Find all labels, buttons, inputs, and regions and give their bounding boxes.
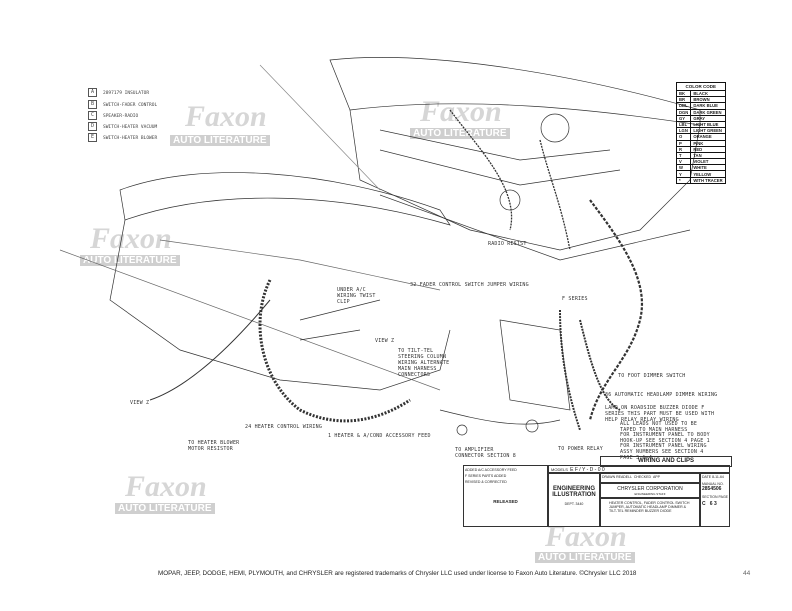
engineering-illustration: ENGINEERING ILLUSTRATION DEPT. 3440	[548, 473, 600, 527]
legend-label: SWITCH-HEATER VACUUM	[103, 125, 158, 130]
watermark-text: AUTO LITERATURE	[535, 552, 635, 563]
watermark-logo: Faxon	[185, 100, 267, 133]
legend-item: D SWITCH-HEATER VACUUM	[88, 122, 157, 131]
released-label: RELEASED	[493, 499, 518, 504]
section-value: C	[702, 501, 706, 507]
legend-item: A 2897179 INSULATOR	[88, 88, 149, 97]
note-wiring-assy: FOR INSTRUMENT PANEL WIRING ASSY NUMBERS…	[620, 443, 707, 461]
callout-heater-control-wiring: 24 HEATER CONTROL WIRING	[245, 424, 323, 430]
app-label: APP	[652, 475, 660, 479]
models-label: MODELS	[551, 467, 568, 472]
watermark-text: AUTO LITERATURE	[410, 128, 510, 139]
note-body-hookup: FOR INSTRUMENT PANEL TO BODY HOOK-UP SEE…	[620, 432, 710, 444]
info-column: DATE 8-11-64 MANUAL NO. 2854506 SECTION …	[700, 473, 730, 527]
legend-key: C	[88, 111, 97, 120]
callout-view-z: VIEW Z	[130, 400, 150, 406]
callout-amplifier: TO AMPLIFIER CONNECTOR SECTION 8	[455, 447, 516, 459]
callout-power-relay: TO POWER RELAY	[558, 446, 603, 452]
checked-label: CHECKED	[633, 475, 651, 479]
watermark-logo: Faxon	[125, 470, 207, 503]
color-code-row: *WITH TRACER	[675, 176, 726, 184]
drawn-label: DRAWN	[602, 475, 616, 479]
callout-fader-wiring: 32 FADER CONTROL SWITCH JUMPER WIRING	[410, 282, 529, 288]
signature-row: DRAWN READELL CHECKED APP	[600, 473, 700, 483]
legend-label: SPEAKER-RADIO	[103, 114, 139, 119]
models-row: MODELS E F / Y - D - 0 0	[548, 465, 730, 473]
watermark-logo: Faxon	[420, 95, 502, 128]
watermark-logo: Faxon	[90, 222, 172, 255]
callout-radio-resist: RADIO RESIST	[488, 241, 527, 247]
legend-key: B	[88, 100, 97, 109]
manual-number: 2854506	[702, 486, 722, 492]
models-value: E F / Y - D - 0 0	[570, 467, 605, 473]
color-code-title: COLOR CODE	[676, 82, 726, 91]
date-label: DATE	[702, 475, 712, 479]
color-name: DARK GREEN	[690, 108, 726, 116]
note-buzzer-diode: LAMP ON ROADSIDE BUZZER DIODE F SERIES T…	[605, 405, 715, 423]
page-number: 44	[743, 570, 751, 577]
note-unused-leads: ALL LEADS NOT USED TO BE TAPED TO MAIN H…	[620, 421, 698, 433]
legend-label: SWITCH-HEATER BLOWER	[103, 136, 158, 141]
page-value: 6 3	[709, 501, 717, 507]
eng-label: ENGINEERING ILLUSTRATION	[552, 486, 596, 498]
legend-key: D	[88, 122, 97, 131]
corporation-block: CHRYSLER CORPORATION ENGINEERING STAFF	[600, 483, 700, 498]
callout-headlamp-dimmer: 36 AUTOMATIC HEADLAMP DIMMER WIRING	[605, 392, 718, 398]
revision-entry: REVISED & CORRECTED	[465, 480, 507, 484]
legend-label: 2897179 INSULATOR	[103, 91, 150, 96]
revision-entry: F SERIES PARTS ADDED	[465, 474, 507, 478]
legend-item: E SWITCH-HEATER BLOWER	[88, 133, 157, 142]
watermark-logo: Faxon	[545, 520, 627, 553]
dept-label: DEPT. 3440	[564, 502, 584, 506]
corporation-sub: ENGINEERING STAFF	[634, 492, 666, 496]
watermark-text: AUTO LITERATURE	[170, 135, 270, 146]
watermark-text: AUTO LITERATURE	[80, 255, 180, 266]
trademark-footer: MOPAR, JEEP, DODGE, HEMI, PLYMOUTH, and …	[158, 570, 637, 577]
date-value: 8-11-64	[712, 475, 724, 479]
corporation-name: CHRYSLER CORPORATION	[617, 486, 683, 492]
legend-key: A	[88, 88, 97, 97]
callout-tilt-tel: TO TILT-TEL STEERING COLUMN WIRING ALTER…	[398, 348, 450, 378]
color-name: WITH TRACER	[690, 176, 726, 184]
legend-label: SWITCH-FADER CONTROL	[103, 103, 158, 108]
callout-view-z: VIEW Z	[375, 338, 395, 344]
drawing-title: WIRING AND CLIPS	[600, 456, 732, 467]
revision-entry: ADDED A/C ACCESSORY FEED	[465, 468, 517, 472]
callout-foot-dimmer: TO FOOT DIMMER SWITCH	[618, 373, 686, 379]
legend-item: B SWITCH-FADER CONTROL	[88, 100, 157, 109]
watermark-text: AUTO LITERATURE	[115, 503, 215, 514]
callout-blower-resistor: TO HEATER BLOWER MOTOR RESISTOR	[188, 440, 240, 452]
color-name: LIGHT GREEN	[690, 127, 726, 135]
legend-key: E	[88, 133, 97, 142]
callout-f-series: F SERIES	[562, 296, 588, 302]
revision-table: ADDED A/C ACCESSORY FEED F SERIES PARTS …	[463, 465, 548, 527]
legend-item: C SPEAKER-RADIO	[88, 111, 138, 120]
callout-accessory-feed: 1 HEATER & A/COND ACCESSORY FEED	[328, 433, 431, 439]
manual-label: MANUAL NO.	[702, 482, 724, 486]
drawn-by: READELL	[616, 475, 632, 479]
drawing-description: HEATER CONTROL, FADER CONTROL SWITCH JUM…	[600, 498, 700, 527]
section-label: SECTION	[702, 495, 718, 499]
color-abbrev: *	[675, 176, 692, 184]
page-label: PAGE	[718, 495, 729, 499]
callout-twist-clip: UNDER A/C WIRING TWIST CLIP	[337, 287, 376, 305]
